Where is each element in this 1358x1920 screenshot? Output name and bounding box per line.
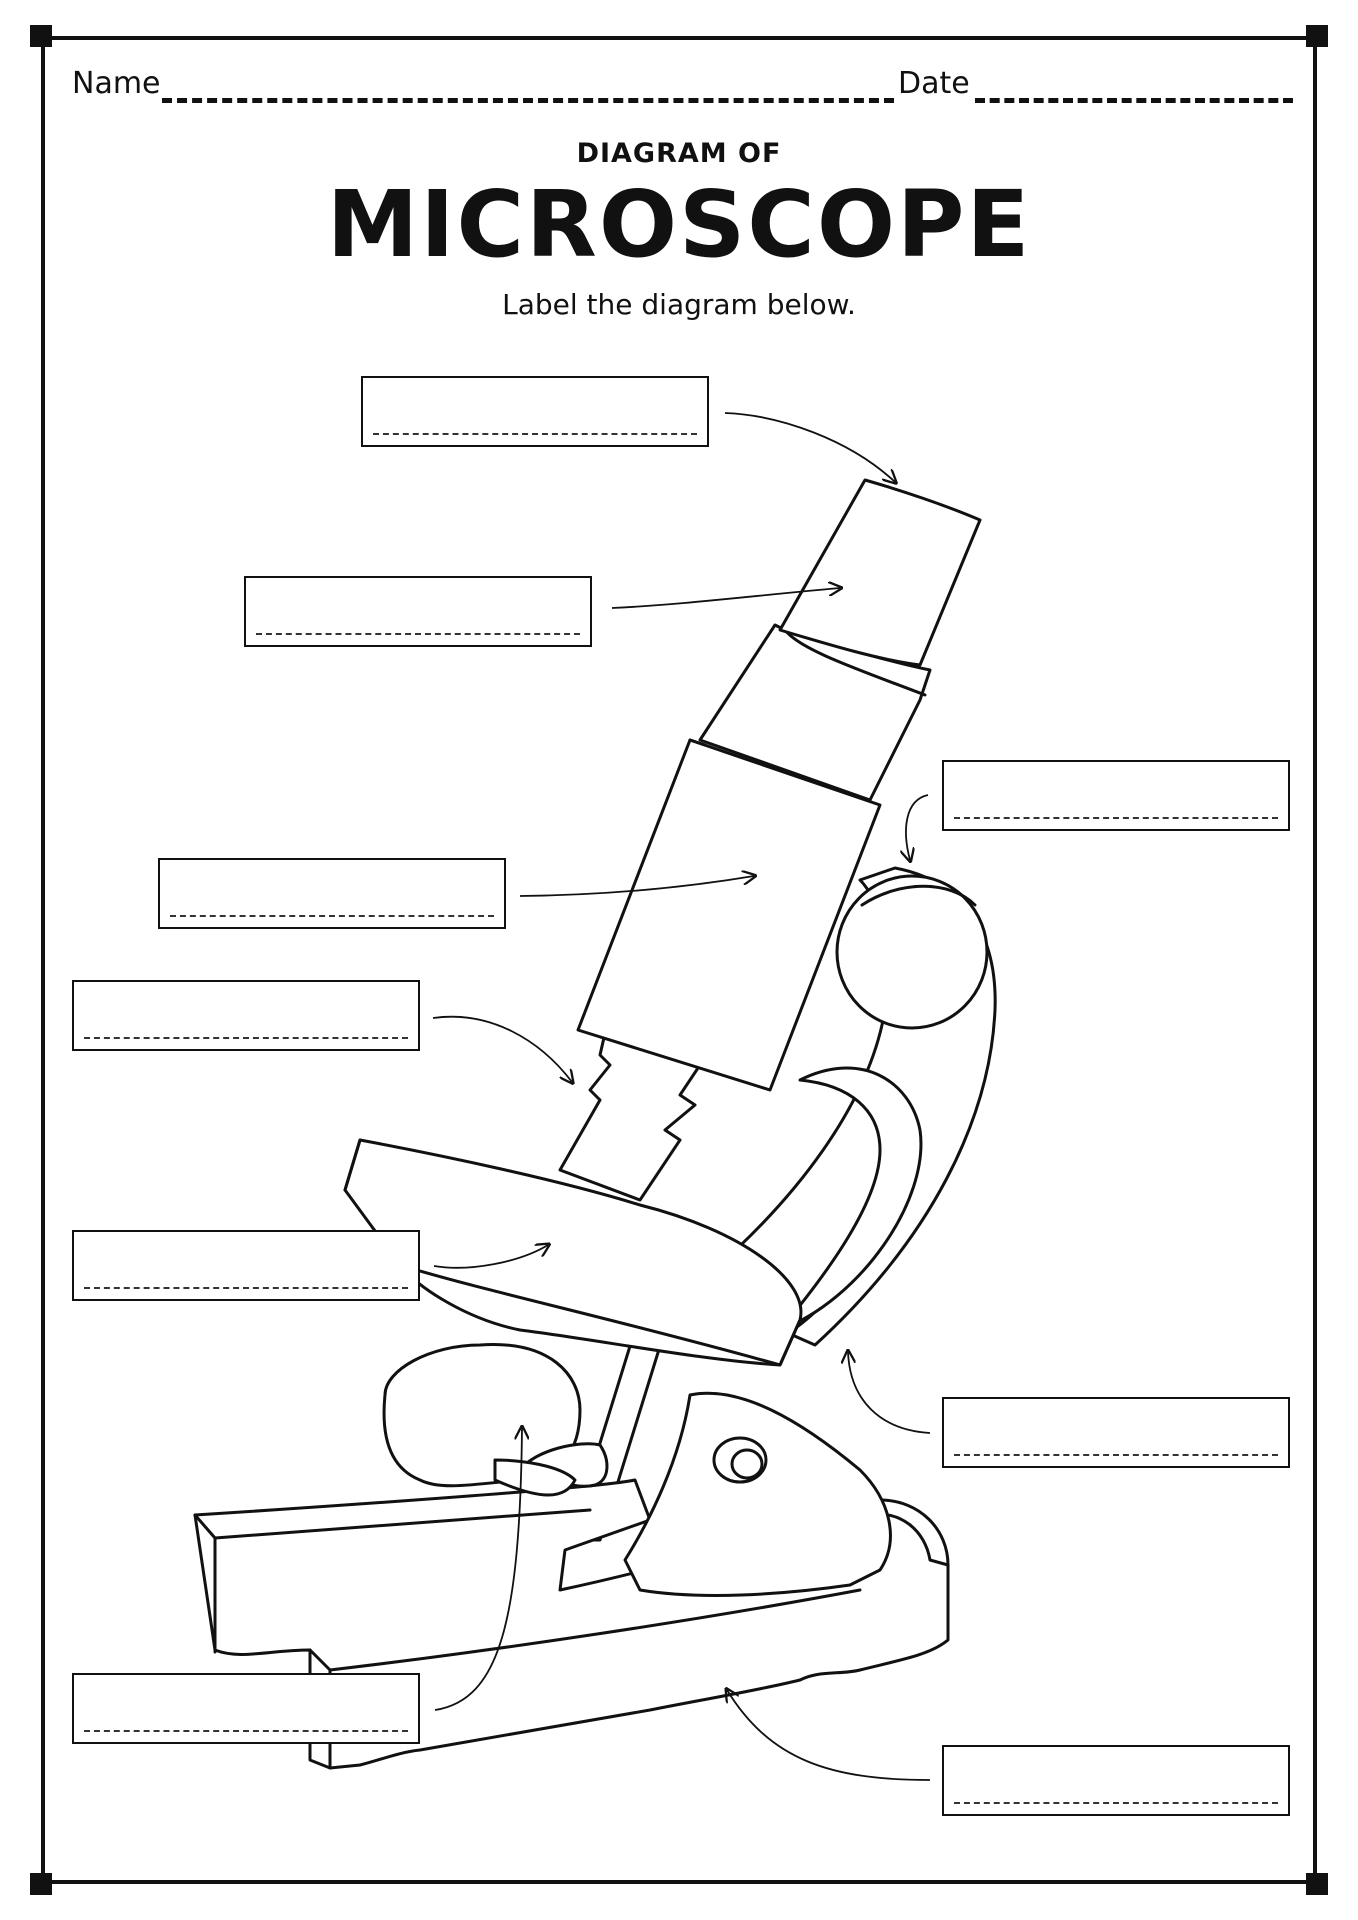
corner-mark: [1306, 25, 1328, 47]
arrow-coarse-adjustment: [906, 794, 929, 860]
corner-mark: [1306, 1873, 1328, 1895]
label-box-stage[interactable]: [72, 1230, 420, 1301]
arrow-objective-lens: [432, 1015, 572, 1082]
label-box-coarse-adjustment[interactable]: [942, 760, 1290, 831]
arrow-stage: [433, 1245, 548, 1269]
arrow-body-tube: [611, 588, 840, 609]
label-box-objective-lens[interactable]: [72, 980, 420, 1051]
name-label: Name: [72, 66, 161, 101]
coarse-adjustment-knob: [835, 874, 989, 1030]
arrow-eyepiece: [724, 412, 895, 482]
joint-shape: [623, 1391, 892, 1597]
label-box-arm[interactable]: [942, 1397, 1290, 1468]
page-border: [41, 36, 1317, 1884]
diagram-title: MICROSCOPE: [326, 171, 1032, 278]
date-label: Date: [898, 66, 970, 101]
eyepiece-shape: [778, 478, 982, 667]
body-tube-shape: [576, 738, 882, 1092]
corner-mark: [30, 1873, 52, 1895]
label-box-eyepiece[interactable]: [361, 376, 709, 447]
corner-mark: [30, 25, 52, 47]
instruction-text: Label the diagram below.: [502, 288, 856, 321]
name-field[interactable]: [162, 98, 894, 103]
arrow-arm-tube: [519, 876, 754, 897]
objective-lens-shape: [558, 1018, 702, 1202]
arrow-base: [727, 1690, 931, 1781]
label-box-mirror[interactable]: [72, 1673, 420, 1744]
label-box-arm-tube[interactable]: [158, 858, 506, 929]
arrow-mirror: [434, 1428, 522, 1711]
label-box-base[interactable]: [942, 1745, 1290, 1816]
label-box-body-tube[interactable]: [244, 576, 592, 647]
date-field[interactable]: [975, 98, 1293, 103]
arrow-arm: [848, 1352, 931, 1434]
diagram-subtitle: DIAGRAM OF: [576, 138, 782, 169]
